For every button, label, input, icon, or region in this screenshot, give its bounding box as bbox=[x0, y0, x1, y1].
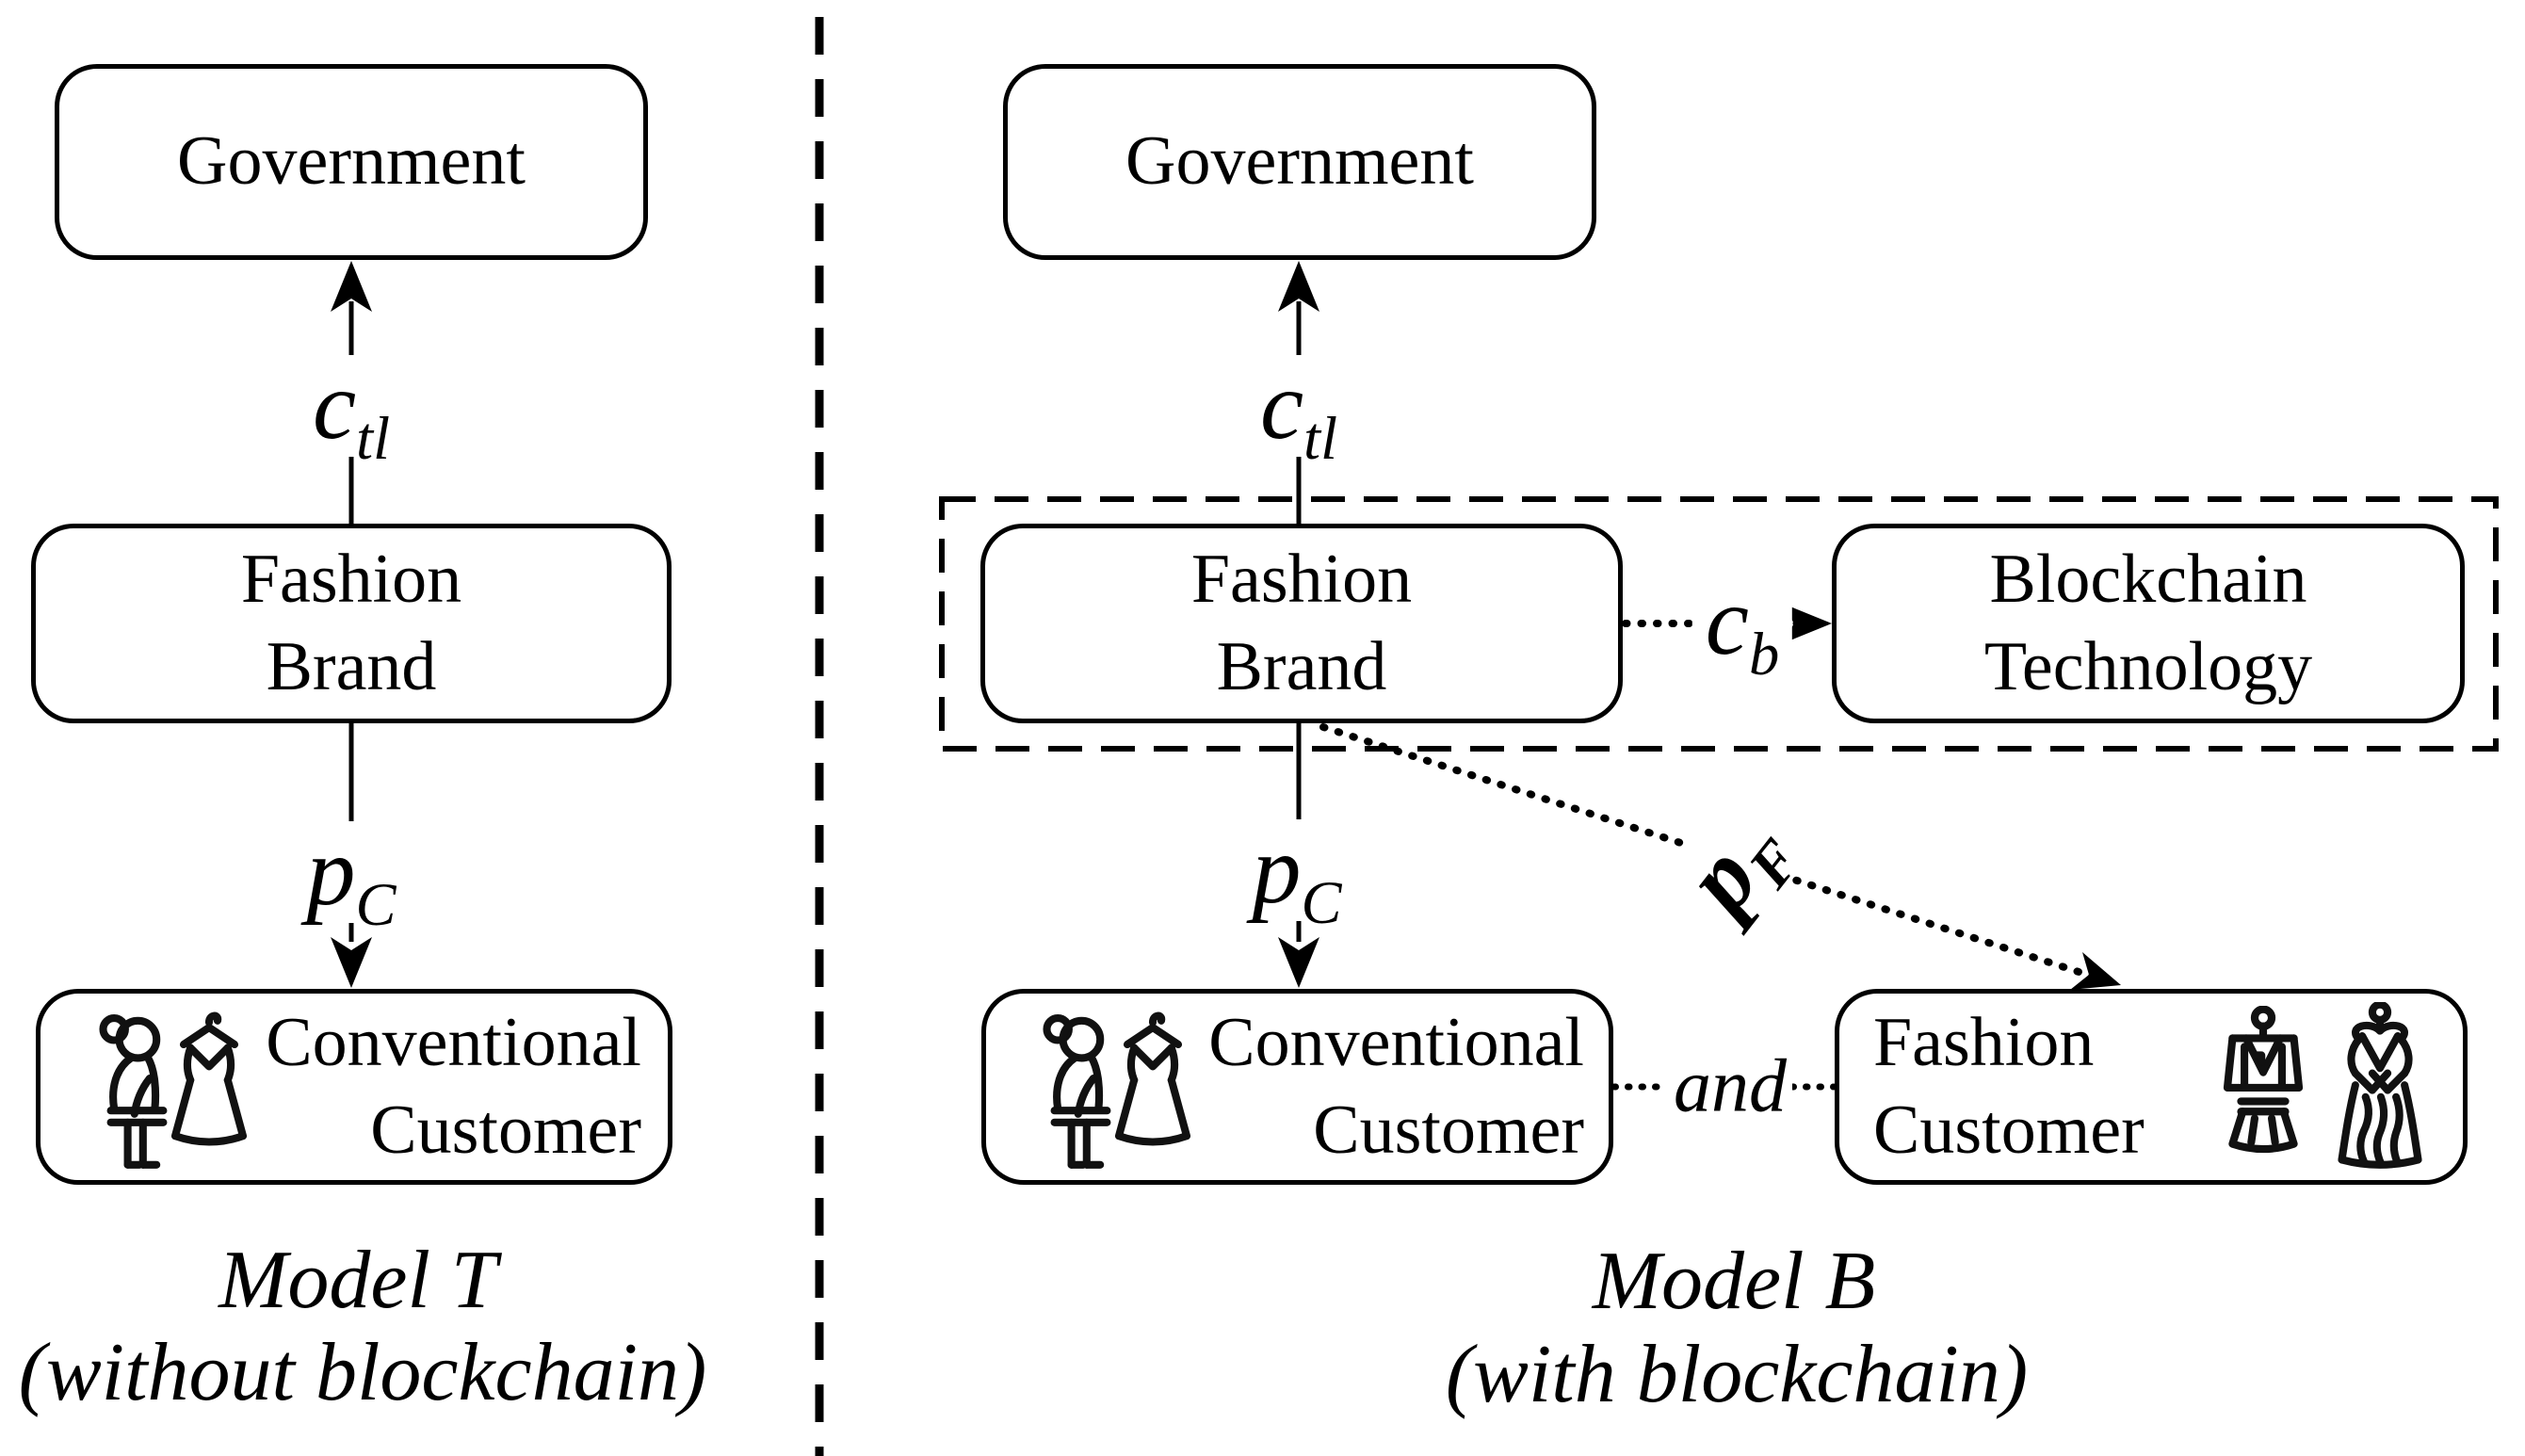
left-fashion-brand-line2: Brand bbox=[266, 628, 437, 705]
left-pc-arrowhead-icon bbox=[331, 937, 372, 988]
pf-arrowhead-icon bbox=[2070, 952, 2121, 990]
left-conventional-customer-box: Conventional Customer bbox=[36, 989, 672, 1185]
right-caption-subtitle: (with blockchain) bbox=[1445, 1329, 2029, 1420]
right-caption-title: Model B bbox=[1592, 1236, 1876, 1327]
left-pc-sub: C bbox=[355, 870, 397, 938]
fashion-customer-label: Fashion Customer bbox=[1873, 999, 2207, 1174]
left-ctl-base: c bbox=[313, 351, 357, 460]
left-ctl-sub: tl bbox=[356, 404, 390, 472]
left-conventional-customer-line1: Conventional bbox=[266, 1003, 641, 1081]
cb-base: c bbox=[1705, 567, 1749, 675]
blockchain-technology-box: Blockchain Technology bbox=[1832, 524, 2465, 723]
fashion-customer-line2: Customer bbox=[1873, 1092, 2145, 1169]
right-pc-arrowhead-icon bbox=[1278, 937, 1319, 988]
right-pc-label: pC bbox=[1238, 816, 1355, 933]
left-ctl-label: ctl bbox=[299, 355, 403, 469]
right-pc-sub: C bbox=[1301, 868, 1342, 936]
cb-sub: b bbox=[1748, 620, 1780, 688]
suit-on-hanger-icon bbox=[2223, 1006, 2304, 1154]
fashion-customer-box: Fashion Customer bbox=[1835, 989, 2468, 1185]
right-pc-base: p bbox=[1252, 816, 1302, 924]
left-caption-title: Model T bbox=[219, 1235, 497, 1326]
blockchain-line1: Blockchain bbox=[1989, 540, 2307, 618]
left-conventional-customer-line2: Customer bbox=[370, 1092, 641, 1169]
right-conventional-customer-line1: Conventional bbox=[1208, 1003, 1584, 1081]
left-ctl-arrowhead-icon bbox=[331, 261, 372, 312]
left-fashion-brand-box: Fashion Brand bbox=[31, 524, 672, 723]
right-ctl-label: ctl bbox=[1247, 355, 1351, 469]
blockchain-line2: Technology bbox=[1983, 628, 2313, 705]
woman-with-dress-icon bbox=[1043, 1011, 1191, 1169]
right-fashion-brand-line1: Fashion bbox=[1190, 540, 1413, 618]
cb-label: cb bbox=[1691, 571, 1793, 685]
left-fashion-brand-label: Fashion Brand bbox=[241, 536, 461, 711]
left-government-box: Government bbox=[55, 64, 648, 260]
left-fashion-brand-line1: Fashion bbox=[240, 540, 462, 618]
woman-with-dress-icon bbox=[99, 1011, 248, 1169]
right-fashion-brand-box: Fashion Brand bbox=[980, 524, 1623, 723]
left-conventional-customer-label: Conventional Customer bbox=[261, 999, 641, 1174]
cb-arrowhead-icon bbox=[1781, 603, 1832, 644]
right-ctl-base: c bbox=[1260, 351, 1304, 460]
and-label: and bbox=[1668, 1043, 1792, 1130]
right-fashion-brand-line2: Brand bbox=[1216, 628, 1387, 705]
right-ctl-sub: tl bbox=[1303, 404, 1337, 472]
left-government-label: Government bbox=[177, 122, 526, 201]
gown-on-mannequin-icon bbox=[2338, 1002, 2422, 1169]
blockchain-technology-label: Blockchain Technology bbox=[1984, 536, 2312, 711]
blockchain-adoption-dashed-box bbox=[939, 496, 2499, 752]
fashion-customer-line1: Fashion bbox=[1873, 1003, 2095, 1081]
right-conventional-customer-label: Conventional Customer bbox=[1205, 999, 1584, 1174]
right-fashion-brand-label: Fashion Brand bbox=[1191, 536, 1412, 711]
right-government-label: Government bbox=[1125, 122, 1474, 201]
pf-dotted-arrow-line bbox=[1319, 723, 2106, 983]
left-pc-label: pC bbox=[293, 821, 410, 935]
right-conventional-customer-line2: Customer bbox=[1313, 1092, 1584, 1169]
left-caption-subtitle: (without blockchain) bbox=[18, 1327, 707, 1418]
right-government-box: Government bbox=[1003, 64, 1596, 260]
right-ctl-arrowhead-icon bbox=[1278, 261, 1319, 312]
right-conventional-customer-box: Conventional Customer bbox=[981, 989, 1613, 1185]
left-pc-base: p bbox=[306, 817, 356, 926]
